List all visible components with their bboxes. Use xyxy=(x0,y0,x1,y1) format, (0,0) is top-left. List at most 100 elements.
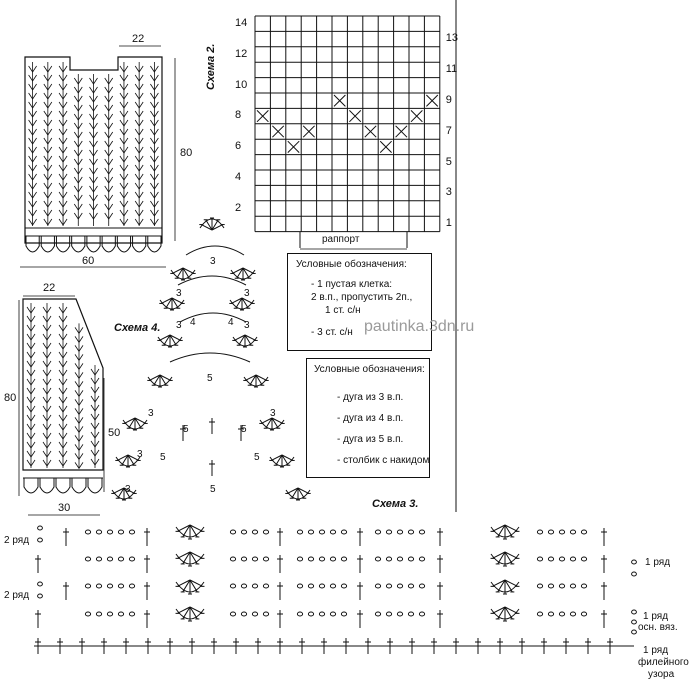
fan-stitch xyxy=(189,524,203,532)
schema4-arc-number: 5 xyxy=(183,424,189,435)
braid-v xyxy=(26,369,36,377)
fan-stitch xyxy=(265,417,273,429)
braid-v xyxy=(119,137,129,145)
fan-stitch xyxy=(211,224,223,231)
braid-v xyxy=(74,363,84,371)
row-number-left: 14 xyxy=(235,17,248,29)
edge-chain xyxy=(631,609,637,615)
fan-stitch xyxy=(124,417,136,424)
fan-stitch xyxy=(492,579,506,587)
fan-arc xyxy=(229,299,255,310)
braid-v xyxy=(58,378,68,386)
braid-v xyxy=(74,390,84,398)
chain-stitch xyxy=(95,529,103,535)
schema4-arc-number: 3 xyxy=(210,256,216,267)
braid-v xyxy=(74,327,84,335)
fan-arc xyxy=(175,581,205,593)
braid-v xyxy=(150,128,159,136)
fan-stitch xyxy=(504,606,518,614)
fan-stitch xyxy=(159,374,167,386)
chain-stitch xyxy=(569,529,577,535)
fan-stitch xyxy=(149,374,161,381)
braid-v xyxy=(134,119,144,127)
braid-v xyxy=(89,194,98,202)
braid-v xyxy=(134,146,144,154)
braid-v xyxy=(28,191,37,199)
braid-v xyxy=(89,104,98,112)
scallop xyxy=(116,236,132,253)
fan-stitch xyxy=(189,579,203,587)
braid-v xyxy=(26,432,36,440)
braid-v xyxy=(90,422,100,430)
schema4-arc-number: 3 xyxy=(137,449,143,460)
chain-stitch xyxy=(536,556,544,562)
fan-stitch xyxy=(121,454,129,466)
cross-cell-mark xyxy=(364,125,377,138)
chain-stitch xyxy=(329,583,337,589)
braid-v xyxy=(74,336,84,344)
fan-stitch xyxy=(235,297,243,309)
schema4-arc-number: 5 xyxy=(160,452,166,463)
braid-v xyxy=(42,432,52,440)
chain-stitch xyxy=(396,556,404,562)
fan-arc xyxy=(243,376,269,387)
row-label-right-6: узора xyxy=(648,669,675,680)
fan-stitch xyxy=(123,487,131,499)
braid-v xyxy=(74,381,84,389)
scallop xyxy=(23,478,39,494)
fan-stitch xyxy=(182,267,194,274)
cross-cell-mark xyxy=(302,125,315,138)
chain-stitch xyxy=(229,529,237,535)
fan-stitch xyxy=(172,267,184,274)
fan-stitch xyxy=(241,297,253,304)
braid-v xyxy=(58,459,68,467)
chain-stitch xyxy=(547,529,555,535)
braid-v xyxy=(89,122,98,130)
braid-v xyxy=(42,369,52,377)
schema4-arc-number: 3 xyxy=(270,408,276,419)
chain-stitch xyxy=(340,556,348,562)
braid-v xyxy=(58,360,68,368)
chain-stitch xyxy=(340,529,348,535)
chain-stitch xyxy=(307,556,315,562)
schema4-arc xyxy=(179,312,247,323)
braid-v xyxy=(104,131,114,139)
chain-stitch xyxy=(547,556,555,562)
chain-stitch xyxy=(229,611,237,617)
braid-v xyxy=(43,65,53,73)
braid-v xyxy=(43,101,53,109)
braid-v xyxy=(134,218,144,226)
braid-v xyxy=(43,74,53,82)
fan-stitch xyxy=(189,606,203,614)
schema4-arc xyxy=(177,275,247,286)
braid-v xyxy=(43,191,53,199)
chain-stitch xyxy=(340,611,348,617)
braid-v xyxy=(104,203,114,211)
schema4-arc-number: 3 xyxy=(176,320,182,331)
chain-stitch xyxy=(106,556,114,562)
braid-v xyxy=(119,74,129,82)
braid-v xyxy=(58,101,68,109)
chain-stitch xyxy=(262,611,270,617)
braid-v xyxy=(28,182,37,190)
braid-v xyxy=(90,377,100,385)
row-number-left: 2 xyxy=(235,201,242,214)
fan-stitch xyxy=(249,374,257,386)
fan-stitch xyxy=(177,606,191,614)
legend-arc3-text: - дуга из 3 в.п. xyxy=(337,392,404,403)
braid-v xyxy=(89,140,98,148)
braid-v xyxy=(26,360,36,368)
braid-v xyxy=(104,212,114,220)
braid-v xyxy=(28,200,37,208)
fan-stitch xyxy=(127,454,135,466)
chain-stitch xyxy=(547,583,555,589)
scallop xyxy=(40,236,55,253)
fan-stitch xyxy=(117,487,125,499)
legend-dc-text: - столбик с накидом xyxy=(337,455,430,466)
fan-stitch xyxy=(244,334,256,341)
braid-v xyxy=(134,74,144,82)
chain-stitch xyxy=(240,611,248,617)
chain-stitch xyxy=(329,556,337,562)
braid-v xyxy=(119,191,129,199)
chain-stitch xyxy=(128,611,136,617)
